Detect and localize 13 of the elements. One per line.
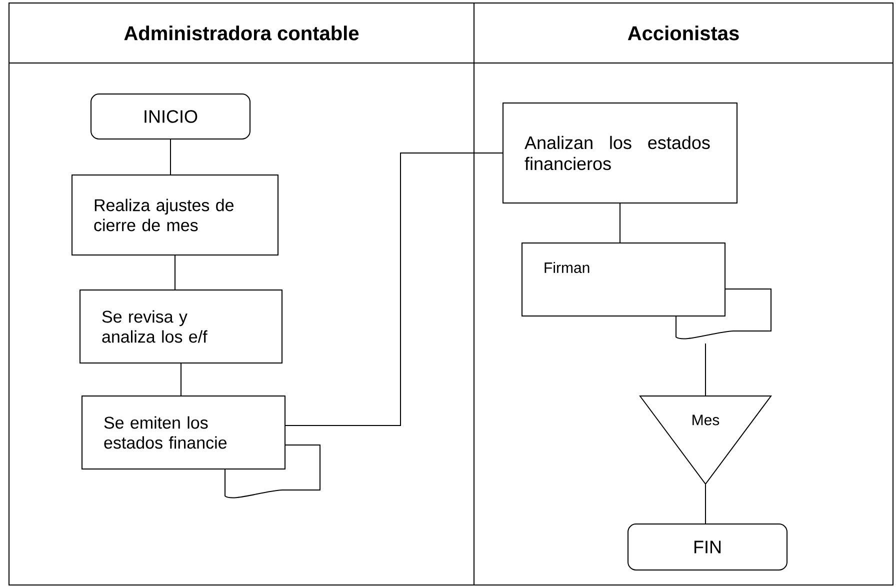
- connector-line: [705, 484, 706, 524]
- terminal-box: FIN: [628, 524, 788, 570]
- process-box: Se emiten los estados financie: [82, 396, 320, 498]
- process-box: Se revisa y analiza los e/f: [80, 290, 282, 364]
- connector-line: [180, 363, 182, 396]
- process-box: Realiza ajustes de cierre de mes: [72, 174, 278, 256]
- process-box: Analizan los estados financieros: [502, 102, 738, 204]
- connector-line: [170, 139, 171, 175]
- connector-line: [285, 152, 503, 426]
- connector-line: [705, 343, 706, 396]
- connector-line: [174, 255, 176, 290]
- process-box: Firman: [522, 242, 772, 340]
- terminal-box: INICIO: [90, 94, 250, 140]
